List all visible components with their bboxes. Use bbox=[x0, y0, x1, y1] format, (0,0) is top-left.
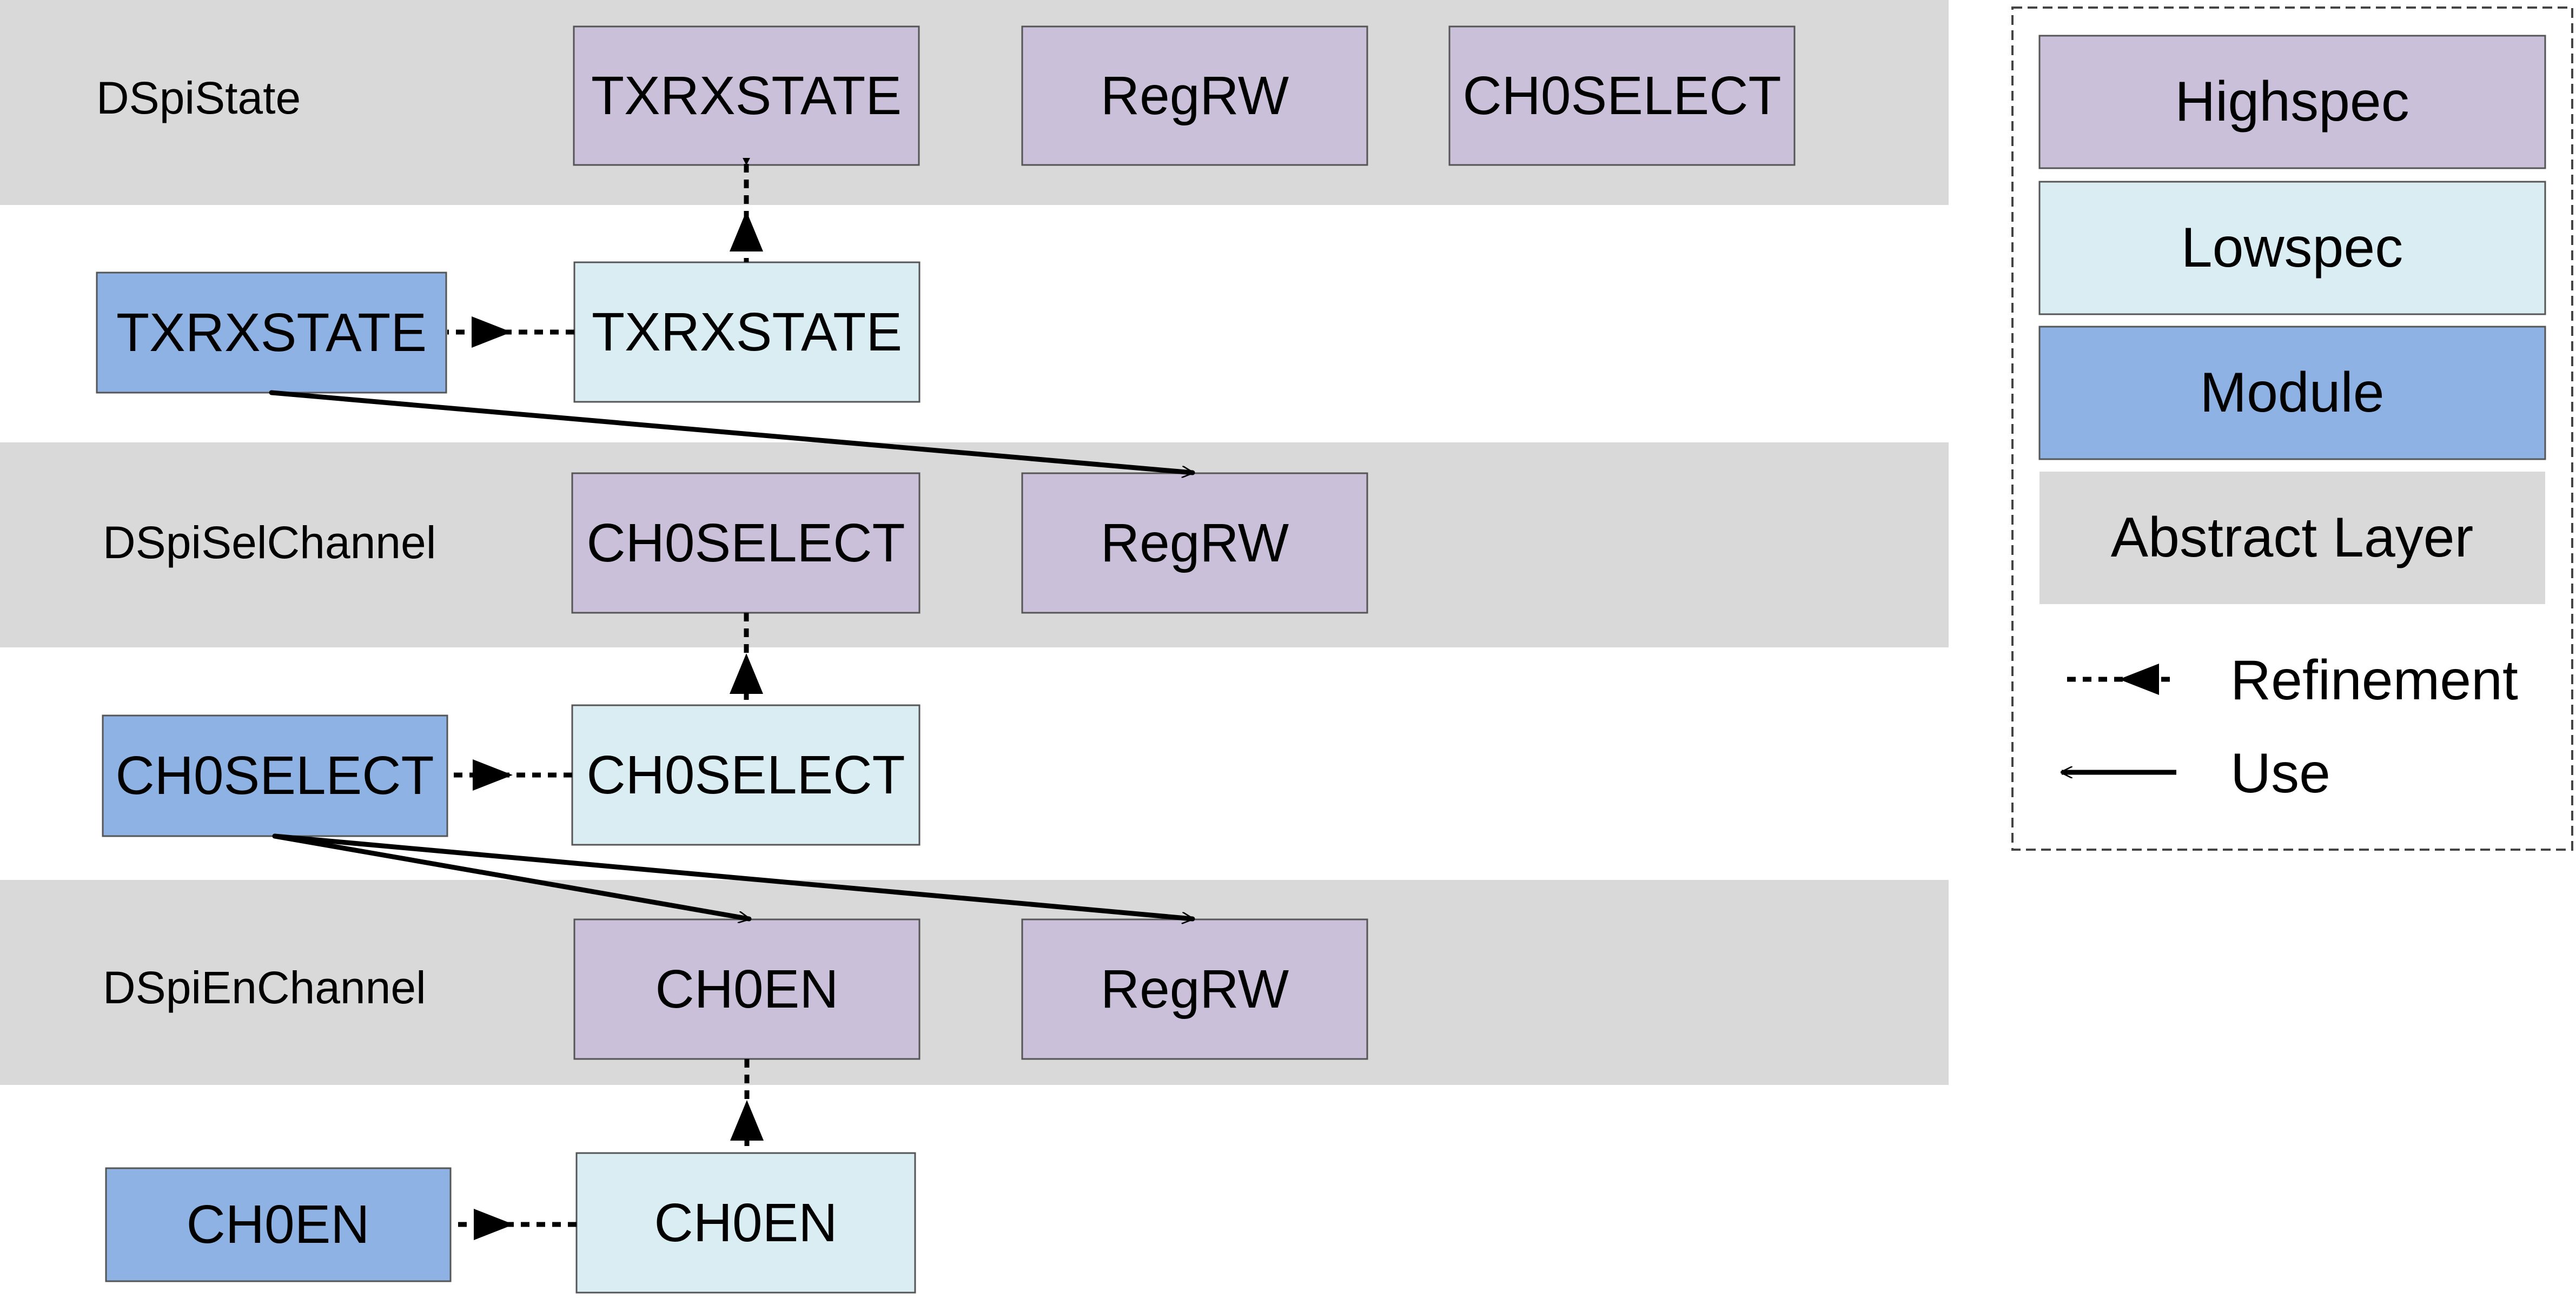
svg-text:CH0SELECT: CH0SELECT bbox=[586, 745, 905, 805]
highspec-box-ch0select: CH0SELECT bbox=[1448, 25, 1796, 166]
lowspec-box-txrxstate: TXRXSTATE bbox=[573, 261, 921, 403]
use-arrow bbox=[272, 833, 1195, 919]
refinement-arrowhead bbox=[472, 316, 512, 348]
use-arrow bbox=[272, 833, 752, 919]
svg-text:TXRXSTATE: TXRXSTATE bbox=[591, 65, 902, 126]
highspec-box-txrxstate: TXRXSTATE bbox=[573, 25, 920, 166]
svg-text:Lowspec: Lowspec bbox=[2181, 216, 2403, 279]
highspec-box-regrw: RegRW bbox=[1021, 25, 1368, 166]
svg-text:CH0EN: CH0EN bbox=[654, 1193, 838, 1253]
svg-text:CH0EN: CH0EN bbox=[655, 959, 839, 1019]
refinement-arrowhead bbox=[474, 1209, 514, 1240]
refinement-arrowhead bbox=[730, 211, 763, 251]
svg-text:RegRW: RegRW bbox=[1101, 959, 1289, 1019]
module-box-txrxstate: TXRXSTATE bbox=[96, 271, 447, 394]
svg-text:Use: Use bbox=[2230, 742, 2330, 805]
refinement-arrowheads bbox=[472, 211, 764, 1240]
highspec-box-ch0select: CH0SELECT bbox=[571, 472, 921, 614]
layer-label-dspistate: DSpiState bbox=[96, 72, 301, 123]
refinement-arrowhead bbox=[473, 759, 513, 791]
svg-text:CH0SELECT: CH0SELECT bbox=[586, 513, 905, 573]
highspec-box-regrw: RegRW bbox=[1021, 472, 1368, 614]
lowspec-box-ch0en: CH0EN bbox=[575, 1152, 916, 1294]
legend-refinement: Refinement bbox=[2067, 649, 2518, 712]
module-box-ch0en: CH0EN bbox=[105, 1167, 452, 1282]
svg-text:RegRW: RegRW bbox=[1101, 65, 1289, 126]
highspec-box-ch0en: CH0EN bbox=[573, 918, 921, 1060]
legend-use: Use bbox=[2062, 742, 2330, 805]
use-arrow bbox=[269, 390, 1195, 473]
lowspec-box-ch0select: CH0SELECT bbox=[571, 704, 921, 846]
svg-text:Refinement: Refinement bbox=[2230, 649, 2518, 712]
highspec-box-regrw: RegRW bbox=[1021, 918, 1368, 1060]
svg-text:Module: Module bbox=[2200, 361, 2384, 424]
layer-label-dspiselchannel: DSpiSelChannel bbox=[103, 517, 436, 568]
refinement-arrowhead bbox=[730, 653, 763, 694]
svg-text:RegRW: RegRW bbox=[1101, 513, 1289, 573]
module-box-ch0select: CH0SELECT bbox=[102, 714, 448, 837]
svg-text:CH0SELECT: CH0SELECT bbox=[1462, 65, 1781, 126]
legend-highspec: Highspec bbox=[2038, 35, 2546, 169]
legend-frame bbox=[2011, 6, 2573, 851]
abstract-layer-band-dspiselchannel bbox=[0, 442, 1949, 647]
legend-lowspec: Lowspec bbox=[2038, 181, 2546, 315]
legend: Highspec Lowspec Module Abstract Layer R… bbox=[2011, 6, 2573, 851]
svg-text:Abstract Layer: Abstract Layer bbox=[2111, 506, 2474, 569]
svg-text:TXRXSTATE: TXRXSTATE bbox=[592, 302, 902, 362]
abstract-layer-band-dspienchannel bbox=[0, 880, 1949, 1085]
svg-text:TXRXSTATE: TXRXSTATE bbox=[116, 302, 427, 363]
refinement-arrowhead bbox=[730, 1100, 764, 1141]
layer-label-dspienchannel: DSpiEnChannel bbox=[103, 962, 426, 1013]
svg-text:Highspec: Highspec bbox=[2175, 70, 2409, 133]
svg-text:CH0SELECT: CH0SELECT bbox=[115, 745, 434, 806]
legend-module: Module bbox=[2038, 326, 2546, 460]
svg-text:CH0EN: CH0EN bbox=[187, 1194, 370, 1255]
legend-abstract-layer: Abstract Layer bbox=[2039, 472, 2545, 604]
legend-refinement-arrowhead bbox=[2119, 664, 2159, 695]
